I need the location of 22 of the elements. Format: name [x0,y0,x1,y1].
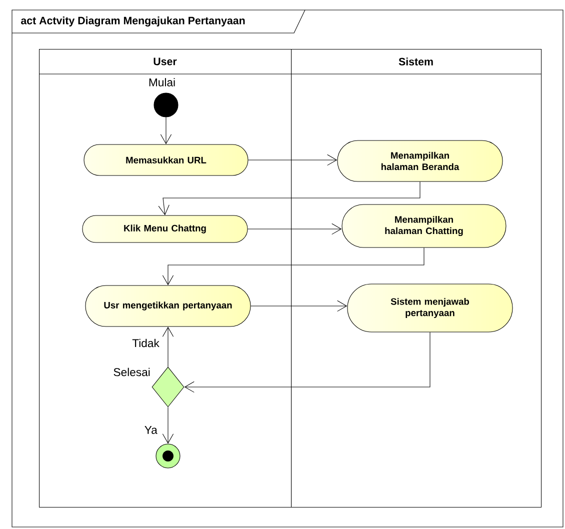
start-node [154,92,178,118]
arrow [184,332,430,393]
arrow [162,326,174,367]
end-node [156,444,180,468]
arrow [248,223,342,235]
action-box: Usr mengetikkan pertanyaan [85,285,251,327]
arrow [160,117,172,144]
arrow [248,154,338,166]
action-box: Menampilkan halaman Beranda [337,140,503,182]
arrow [162,407,174,444]
node-caption: Mulai [149,78,175,86]
edge-label: Ya [144,426,158,434]
node-caption: Selesai [114,368,150,376]
arrow [250,300,348,312]
action-box: Klik Menu Chattng [82,215,248,243]
arrow [162,247,424,286]
action-box: Sistem menjawab pertanyaan [347,284,513,332]
edge-label: Tidak [132,338,160,348]
decision-diamond [152,366,184,408]
arrow [158,182,420,216]
action-box: Menampilkan halaman Chatting [342,204,506,248]
action-box: Memasukkan URL [84,144,248,176]
